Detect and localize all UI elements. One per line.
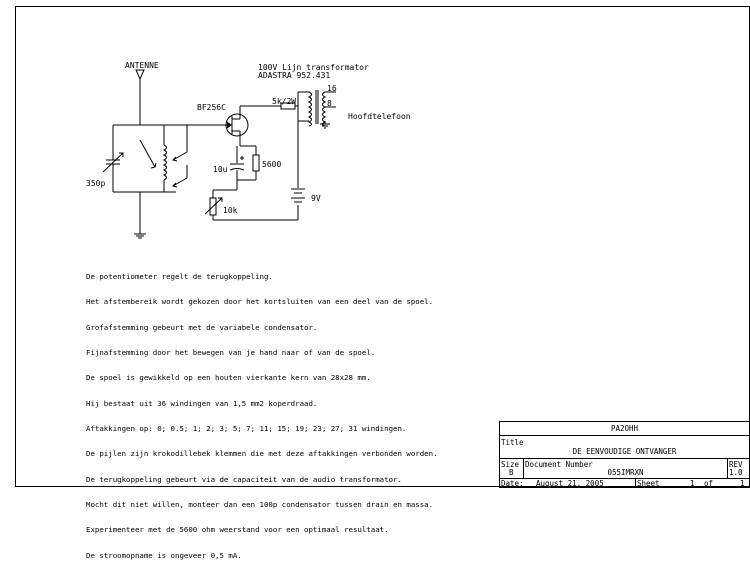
- label-transistor: BF256C: [197, 103, 226, 112]
- label-resistor-5k: 5k/2W: [272, 97, 297, 106]
- title-row: Title DE EENVOUDIGE ONTVANGER: [500, 435, 749, 458]
- note-line: De potentiometer regelt de terugkoppelin…: [86, 271, 273, 281]
- date-label: Date:: [501, 479, 524, 488]
- document-row: Size B Document Number 055IMRXN REV 1.0: [500, 458, 749, 478]
- tuning-wires: [112, 124, 188, 234]
- date-row: Date: August 21, 2005 Sheet 1 of 1: [500, 478, 749, 488]
- size-value: B: [509, 468, 514, 477]
- company-name: PA2OHH: [610, 424, 639, 433]
- note-line: De stroomopname is ongeveer 0,5 mA.: [86, 550, 242, 560]
- label-battery-9v: 9V: [311, 194, 321, 203]
- docnum-label: Document Number: [525, 460, 593, 469]
- date-value: August 21, 2005: [536, 479, 604, 488]
- note-line: Aftakkingen op: 0; 0.5; 1; 2; 3; 5; 7; 1…: [86, 423, 407, 433]
- capacitor-10u: [229, 156, 245, 171]
- source-wires: [212, 145, 257, 220]
- drain-wires: [240, 91, 309, 122]
- schematic-sheet: [15, 6, 750, 487]
- label-transformer-1: 100V Lijn transformator: [258, 63, 369, 72]
- battery-9v: [291, 188, 305, 203]
- transistor-bf256c: [187, 106, 249, 146]
- ground-symbol: [134, 233, 146, 239]
- resistor-5600: [252, 154, 260, 172]
- label-transformer-2: ADASTRA 952.431: [258, 71, 331, 80]
- label-headphones: Hoofdtelefoon: [348, 112, 411, 121]
- tapped-coil: [139, 139, 188, 188]
- label-capacitor-350p: 350p: [86, 179, 106, 188]
- sheet-of: of: [704, 479, 714, 488]
- rev-cell: REV 1.0: [727, 459, 750, 478]
- note-line: De terugkoppeling gebeurt via de capacit…: [86, 474, 402, 484]
- antenna-symbol: [135, 69, 145, 125]
- docnum-value: 055IMRXN: [607, 468, 644, 477]
- note-line: De spoel is gewikkeld op een houten vier…: [86, 373, 371, 383]
- label-capacitor-10u: 10u: [213, 165, 228, 174]
- drawing-title: DE EENVOUDIGE ONTVANGER: [572, 447, 677, 456]
- label-tap-8: 8: [327, 99, 332, 108]
- sheet-number: 1: [690, 479, 695, 488]
- potentiometer-10k: [204, 197, 223, 216]
- label-potentiometer-10k: 10k: [223, 206, 238, 215]
- supply-wires: [213, 121, 299, 221]
- size-label: Size: [501, 460, 520, 469]
- note-line: Grofafstemming gebeurt met de variabele …: [86, 322, 318, 332]
- note-line: Het afstembereik wordt gekozen door het …: [86, 297, 434, 307]
- sheet-label: Sheet: [637, 479, 660, 488]
- note-line: Experimenteer met de 5600 ohm weerstand …: [86, 525, 389, 535]
- variable-capacitor: [102, 152, 124, 173]
- docnum-cell: Document Number 055IMRXN: [523, 459, 727, 478]
- label-resistor-5600: 5600: [262, 160, 282, 169]
- description-notes: De potentiometer regelt de terugkoppelin…: [86, 256, 438, 569]
- rev-label: REV: [729, 460, 743, 469]
- label-tap-16: 16: [327, 84, 337, 93]
- note-line: Fijnafstemming door het bewegen van je h…: [86, 347, 376, 357]
- note-line: Hij bestaat uit 36 windingen van 1,5 mm2…: [86, 398, 318, 408]
- resistor-5k: [280, 102, 296, 110]
- label-antenna: ANTENNE: [125, 61, 159, 70]
- note-line: Mocht dit niet willen, monteer dan een 1…: [86, 500, 434, 509]
- sheet-cell: Sheet 1 of 1: [635, 479, 750, 488]
- title-block: PA2OHH Title DE EENVOUDIGE ONTVANGER Siz…: [499, 421, 750, 488]
- transformer: [307, 90, 336, 129]
- rev-value: 1.0: [729, 468, 743, 477]
- note-line: De pijlen zijn krokodillebek klemmen die…: [86, 449, 438, 459]
- sheet-total: 1: [740, 479, 745, 488]
- title-label: Title: [501, 438, 524, 447]
